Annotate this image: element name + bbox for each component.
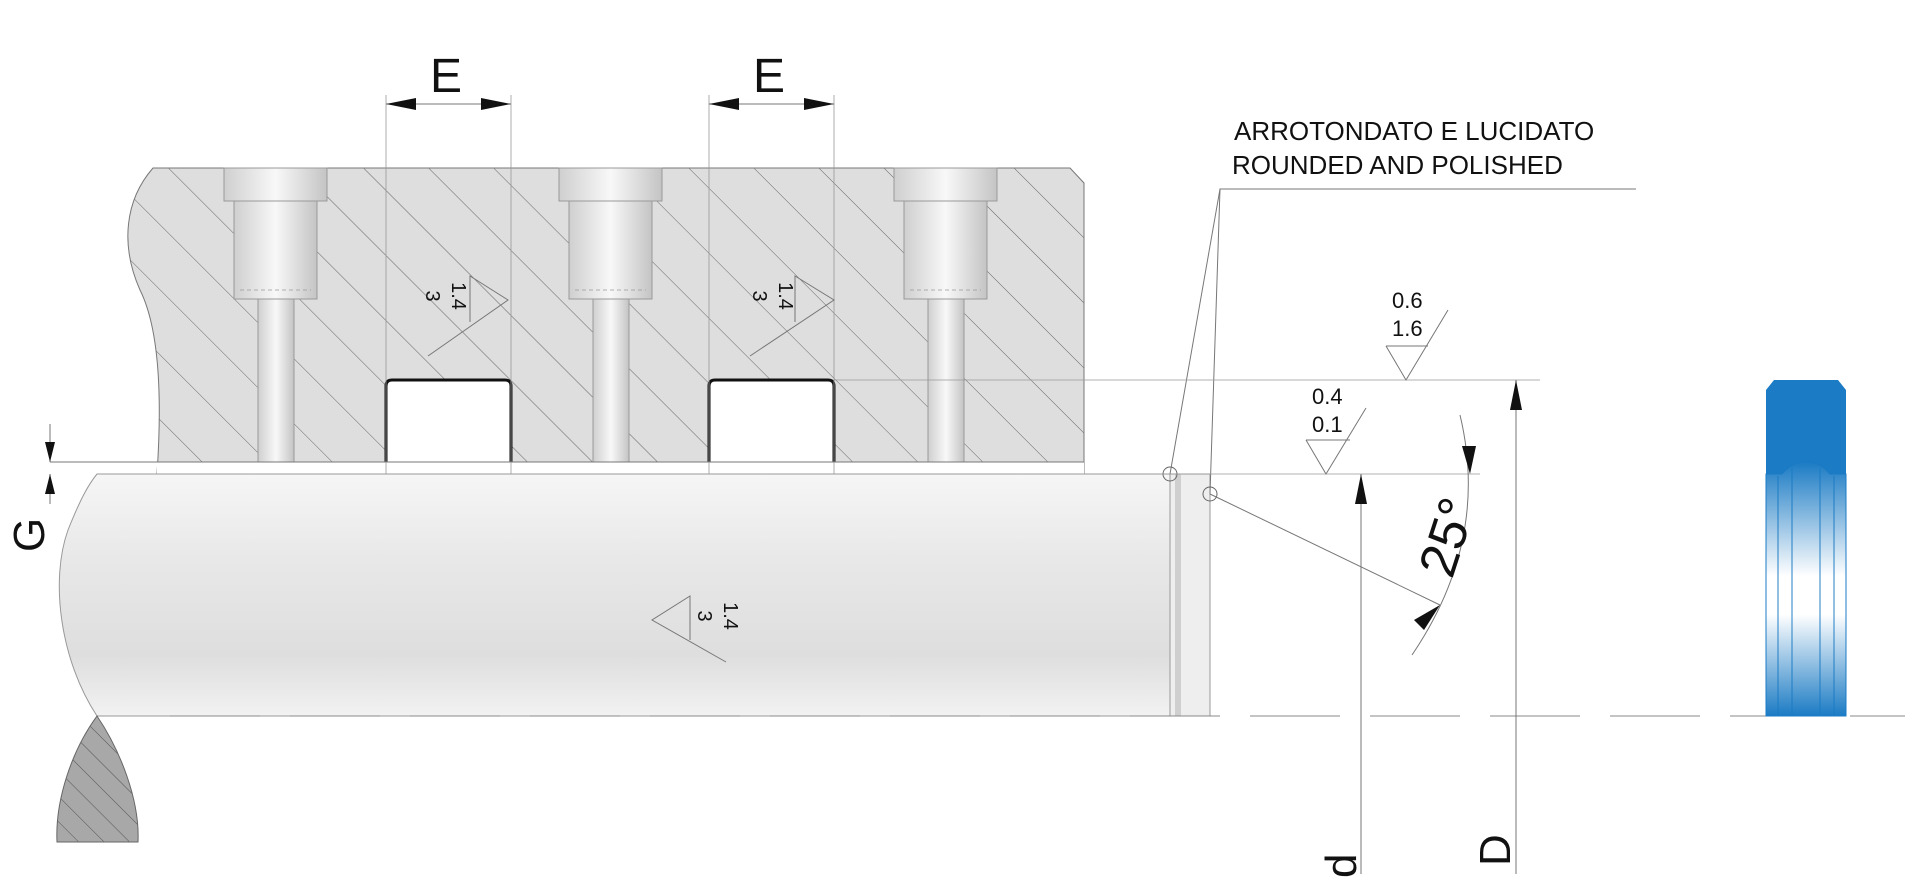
svg-text:1.4: 1.4 (774, 282, 796, 310)
bolt-1 (223, 167, 328, 463)
dimension-d: d (1317, 474, 1367, 878)
bolt-3 (893, 167, 998, 463)
note-line-2: ROUNDED AND POLISHED (1232, 150, 1563, 180)
svg-text:0.6: 0.6 (1392, 288, 1423, 313)
svg-text:1.6: 1.6 (1392, 316, 1423, 341)
roughness-housing-right: 1.4 3 (748, 275, 835, 357)
groove-left (384, 378, 513, 475)
svg-text:0.1: 0.1 (1312, 412, 1343, 437)
svg-text:3: 3 (421, 290, 443, 301)
chamfer-angle-dimension: 25° (1209, 414, 1488, 656)
roughness-rod-surface: 0.4 0.1 (1305, 384, 1367, 475)
dimension-g: G (5, 424, 55, 552)
dimension-e-right-label: E (753, 50, 785, 103)
note-line-1: ARROTONDATO E LUCIDATO (1234, 116, 1594, 146)
rod (56, 473, 1211, 843)
roughness-rod: 1.4 3 (651, 595, 741, 663)
dimension-g-label: G (5, 518, 54, 552)
bolt-2 (558, 167, 663, 463)
dimension-e-left: E (385, 50, 512, 474)
svg-text:1.4: 1.4 (447, 282, 469, 310)
surface-note: ARROTONDATO E LUCIDATO ROUNDED AND POLIS… (1162, 116, 1636, 502)
seal-profile (1765, 380, 1847, 717)
dimension-bore-d: D (1471, 380, 1522, 874)
groove-right (707, 378, 836, 475)
clearance-gap (157, 462, 1084, 474)
dimension-e-right: E (708, 50, 835, 474)
dimension-e-left-label: E (430, 50, 462, 103)
svg-text:0.4: 0.4 (1312, 384, 1343, 409)
roughness-groove-bottom: 0.6 1.6 (1385, 288, 1449, 381)
roughness-housing-left: 1.4 3 (421, 275, 509, 357)
dimension-bore-d-label: D (1471, 834, 1520, 866)
svg-text:1.4: 1.4 (719, 602, 741, 630)
svg-text:3: 3 (748, 290, 770, 301)
svg-text:3: 3 (693, 610, 715, 621)
chamfer-angle-label: 25° (1408, 491, 1487, 584)
dimension-d-label: d (1317, 854, 1366, 878)
